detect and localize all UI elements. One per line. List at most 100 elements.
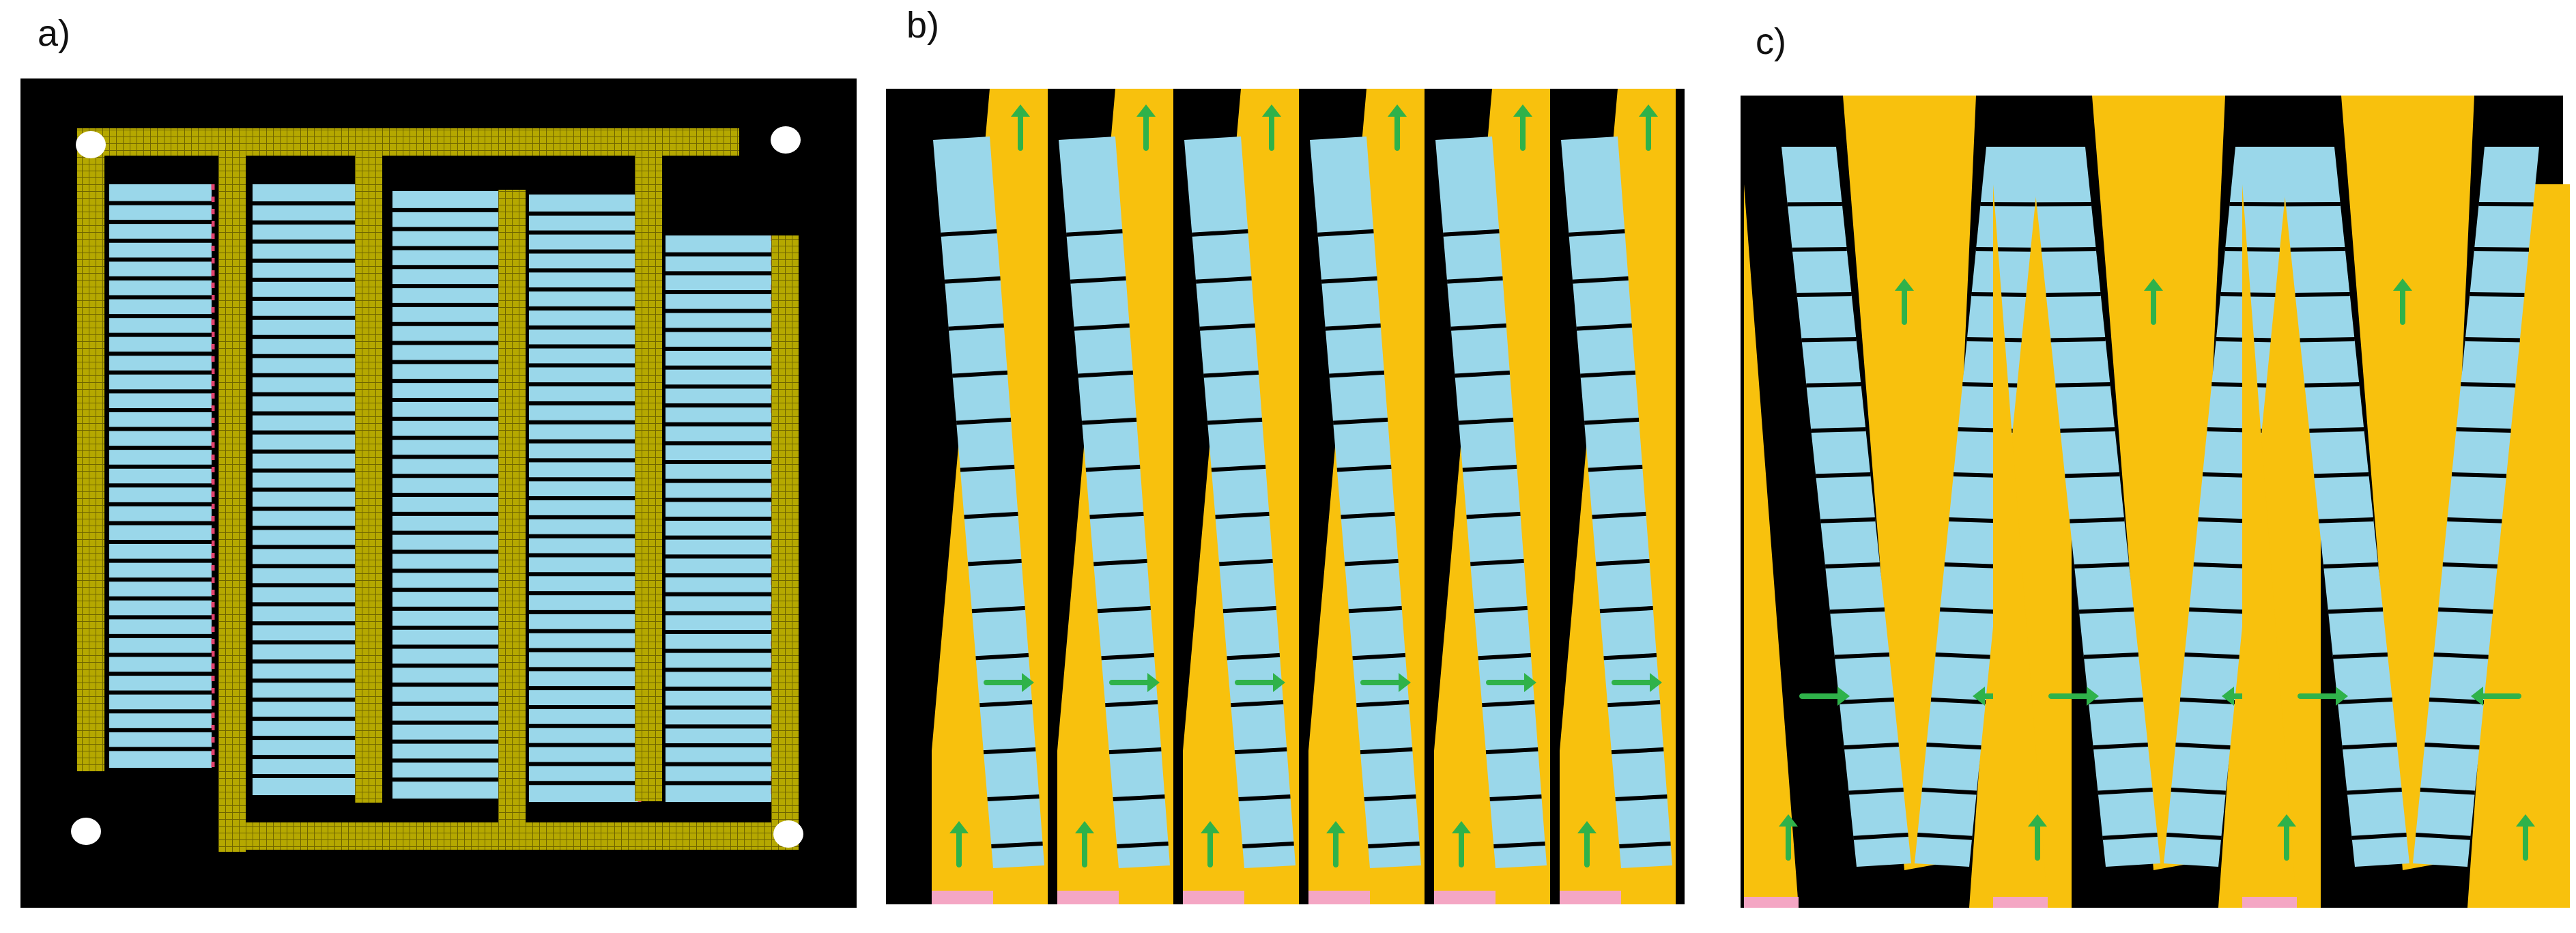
cell-separator	[1066, 229, 1123, 237]
panel-label-c: c)	[1756, 21, 1786, 62]
cell-separator	[1572, 276, 1629, 284]
cell-separator	[2102, 833, 2158, 840]
cell-separator	[1234, 747, 1287, 755]
panel-b-layout	[886, 89, 1685, 904]
cell-strip	[2031, 147, 2160, 867]
cell-separator	[975, 652, 1029, 661]
cell-separator	[2074, 562, 2130, 569]
cell-separator	[960, 464, 1015, 472]
arrow-icon	[1360, 673, 1411, 692]
cell-separator	[1078, 370, 1134, 378]
cell-separator	[987, 794, 1040, 802]
arrow-icon	[1486, 673, 1536, 692]
cell-separator	[2337, 698, 2393, 704]
cell-separator	[1219, 558, 1273, 566]
cell-separator	[1580, 370, 1636, 378]
hole-icon	[76, 131, 106, 158]
cell-separator	[1074, 323, 1130, 331]
arrow-icon	[1895, 278, 1914, 325]
cell-separator	[1921, 788, 1977, 795]
arrow-icon	[1109, 673, 1160, 692]
bus-bar	[77, 128, 739, 156]
cell-separator	[2078, 607, 2134, 614]
arrow-icon	[1235, 673, 1285, 692]
bus-bar	[498, 190, 526, 831]
cell-separator	[1101, 652, 1155, 661]
cell-separator	[1341, 511, 1395, 519]
cell-separator	[1195, 276, 1252, 284]
cell-separator	[2193, 562, 2248, 569]
cell-separator	[1853, 833, 1908, 840]
cell-separator	[1839, 698, 1895, 704]
cell-separator	[971, 605, 1025, 614]
cell-separator	[1085, 464, 1141, 472]
arrow-icon	[1799, 687, 1850, 706]
channel-edge	[1993, 897, 2048, 908]
cell-separator	[1117, 841, 1169, 848]
cell-separator	[1070, 276, 1126, 284]
arrow-icon	[1577, 821, 1597, 867]
channel-edge	[1183, 891, 1244, 904]
arrow-icon	[2028, 814, 2047, 861]
arrow-icon	[949, 821, 969, 867]
cell-separator	[1089, 511, 1144, 519]
cell-separator	[2212, 382, 2267, 388]
cell-separator	[1203, 370, 1259, 378]
cell-separator	[2098, 788, 2153, 795]
cell-separator	[1356, 700, 1409, 708]
cell-separator	[2046, 292, 2101, 298]
cell-separator	[1227, 652, 1280, 661]
arrow-icon	[1388, 104, 1407, 151]
cell-separator	[1231, 700, 1284, 708]
cell-separator	[2447, 517, 2502, 523]
channel-edge	[1560, 891, 1621, 904]
bus-bar	[635, 128, 662, 801]
cell-separator	[2179, 698, 2235, 704]
arrow-icon	[2298, 687, 2348, 706]
cell-separator	[2470, 292, 2525, 298]
cell-separator	[2323, 562, 2379, 569]
cell-separator	[968, 558, 1022, 566]
arrow-icon	[2471, 687, 2521, 706]
panel-a-layout	[20, 78, 857, 908]
cell-separator	[2347, 788, 2402, 795]
cell-separator	[1584, 417, 1640, 425]
cell-separator	[2420, 788, 2475, 795]
cell-separator	[2319, 517, 2374, 523]
cell-separator	[2295, 292, 2350, 298]
cell-separator	[1485, 747, 1539, 755]
cell-separator	[1192, 229, 1248, 237]
arrow-icon	[1639, 104, 1658, 151]
channel-edge	[932, 891, 993, 904]
cell-separator	[2438, 607, 2493, 614]
flow-channel	[2467, 184, 2570, 908]
cell-separator	[2314, 472, 2369, 478]
cell-separator	[1569, 229, 1625, 237]
cell-separator	[964, 511, 1018, 519]
cell-separator	[2055, 382, 2110, 388]
cell-separator	[2309, 427, 2364, 433]
cell-separator	[1482, 700, 1535, 708]
cell-separator	[1489, 794, 1542, 802]
cell-separator	[1348, 605, 1402, 614]
cell-separator	[1615, 794, 1668, 802]
cell-separator	[2050, 337, 2106, 343]
cell-separator	[1820, 517, 1876, 523]
cell-separator	[2474, 247, 2530, 252]
flow-channel	[2242, 184, 2297, 908]
cell-separator	[1811, 427, 1866, 433]
cell-separator	[1792, 247, 1847, 252]
bus-bar	[771, 235, 799, 850]
cell-separator	[1944, 562, 1999, 569]
cell-separator	[1360, 747, 1413, 755]
arrow-icon	[1262, 104, 1281, 151]
cell-separator	[2171, 788, 2226, 795]
cell-separator	[1834, 652, 1890, 659]
arrow-icon	[984, 673, 1034, 692]
cell-separator	[1352, 652, 1406, 661]
cell-separator	[979, 700, 1033, 708]
cell-separator	[1611, 747, 1664, 755]
flow-channel	[1744, 184, 1799, 908]
cell-separator	[1930, 698, 1986, 704]
